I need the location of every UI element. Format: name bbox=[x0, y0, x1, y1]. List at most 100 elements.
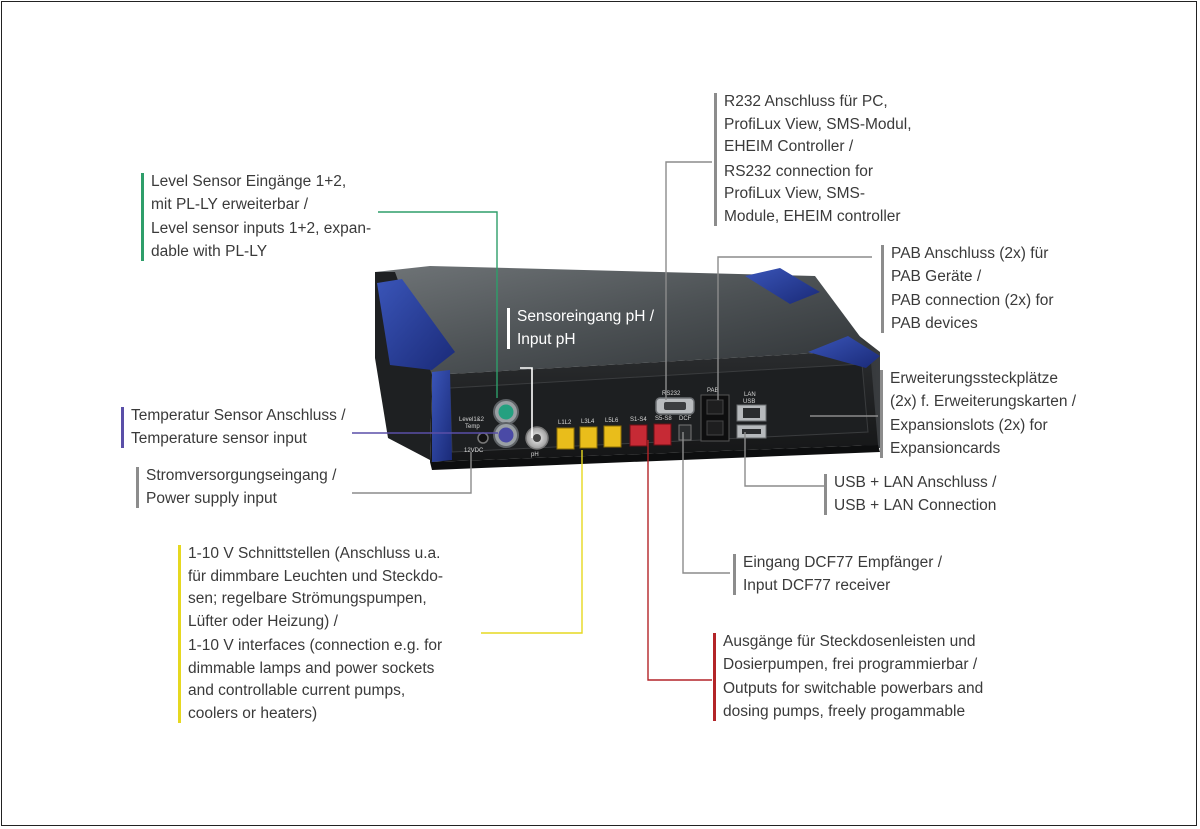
callout-line: 1-10 V interfaces (connection e.g. for bbox=[188, 637, 443, 654]
device-label-l1l2: L1L2 bbox=[558, 420, 572, 426]
leader-ph bbox=[520, 367, 533, 438]
callout-line: EHEIM Controller / bbox=[724, 138, 854, 155]
device-top bbox=[375, 266, 870, 375]
callout-line: (2x) f. Erweiterungskarten / bbox=[890, 392, 1077, 410]
callout-line: USB + LAN Anschluss / bbox=[834, 474, 997, 491]
callout-line: Expansionslots (2x) for bbox=[890, 417, 1048, 434]
bumper-top-left bbox=[377, 279, 455, 370]
callout-line: USB + LAN Connection bbox=[834, 496, 997, 514]
leader-power bbox=[352, 452, 472, 494]
callout-line: Outputs for switchable powerbars and bbox=[723, 680, 984, 697]
callout-bar bbox=[121, 407, 124, 448]
callout-line: sen; regelbare Strömungspumpen, bbox=[188, 590, 427, 607]
callout-bar bbox=[824, 474, 827, 515]
device-label-ph: pH bbox=[531, 452, 539, 458]
callout-outputs: Ausgänge für Steckdosenleisten und Dosie… bbox=[713, 631, 983, 723]
port-l3l4 bbox=[579, 426, 598, 449]
device-label-temp: Temp bbox=[465, 424, 480, 430]
callout-line: coolers or heaters) bbox=[188, 704, 318, 722]
callout-line: für dimmbare Leuchten und Steckdo- bbox=[188, 567, 444, 585]
callout-line: Expansioncards bbox=[890, 439, 1001, 457]
callout-line: Power supply input bbox=[146, 489, 277, 507]
callout-line: Temperatur Sensor Anschluss / bbox=[131, 407, 346, 424]
bumper-back-right bbox=[745, 268, 820, 304]
callout-bar bbox=[713, 633, 716, 721]
callout-bar bbox=[178, 545, 181, 723]
device-label-usb: USB bbox=[743, 399, 755, 405]
callout-line: ProfiLux View, SMS-Modul, bbox=[724, 115, 912, 133]
callout-line: Input pH bbox=[517, 330, 576, 348]
callout-expansion: Erweiterungssteckplätze (2x) f. Erweiter… bbox=[880, 368, 1076, 460]
callout-line: R232 Anschluss für PC, bbox=[724, 93, 888, 110]
callout-bar bbox=[880, 370, 883, 458]
callout-line: PAB devices bbox=[891, 314, 978, 332]
callout-line: Ausgänge für Steckdosenleisten und bbox=[723, 633, 976, 650]
callout-dcf77: Eingang DCF77 Empfänger / Input DCF77 re… bbox=[733, 552, 942, 597]
device-label-l3l4: L3L4 bbox=[581, 419, 595, 425]
temperature-port-inner bbox=[498, 427, 514, 443]
device-label-l5l6: L5L6 bbox=[605, 418, 619, 424]
device-label-s5s8: S5-S8 bbox=[655, 416, 672, 422]
callout-line: RS232 connection for bbox=[724, 162, 874, 180]
callout-line: ProfiLux View, SMS- bbox=[724, 185, 865, 202]
port-pab-bottom bbox=[706, 420, 724, 436]
port-rs232-inner bbox=[664, 402, 686, 410]
callout-line: Erweiterungssteckplätze bbox=[890, 370, 1058, 387]
port-l1l2 bbox=[556, 427, 575, 450]
callout-line: Dosierpumpen, frei programmierbar / bbox=[723, 655, 978, 673]
callout-line: dosing pumps, freely progammable bbox=[723, 702, 966, 720]
callout-pab: PAB Anschluss (2x) für PAB Geräte / PAB … bbox=[881, 243, 1054, 335]
callout-line: Module, EHEIM controller bbox=[724, 207, 901, 225]
port-dcf bbox=[678, 424, 692, 441]
port-pab-top bbox=[706, 399, 724, 415]
port-s1s4 bbox=[629, 424, 648, 447]
callout-bar bbox=[507, 308, 510, 349]
callout-bar bbox=[733, 554, 736, 595]
leader-pab bbox=[717, 256, 872, 400]
callout-bar bbox=[714, 93, 717, 226]
callout-level-sensor: Level Sensor Eingänge 1+2, mit PL-LY erw… bbox=[141, 171, 371, 263]
callout-line: mit PL-LY erweiterbar / bbox=[151, 195, 309, 213]
callout-rs232: R232 Anschluss für PC, ProfiLux View, SM… bbox=[714, 91, 912, 228]
profilux-device: Level1&2 Temp 12VDC pH L1L2 L3L4 L5L6 S1… bbox=[375, 266, 880, 470]
device-label-level: Level1&2 bbox=[459, 417, 485, 423]
callout-line: Input DCF77 receiver bbox=[743, 576, 891, 594]
device-label-lan: LAN bbox=[744, 392, 756, 398]
device-bottom-edge bbox=[430, 445, 880, 470]
device-label-dcf: DCF bbox=[679, 416, 692, 422]
callout-bar bbox=[141, 173, 144, 261]
callout-line: dable with PL-LY bbox=[151, 242, 268, 260]
leader-dcf77 bbox=[682, 432, 730, 574]
callout-line: Sensoreingang pH / bbox=[517, 308, 655, 325]
callout-line: PAB connection (2x) for bbox=[891, 292, 1054, 309]
device-label-power: 12VDC bbox=[464, 448, 484, 454]
leader-lines bbox=[352, 161, 878, 681]
device-label-s1s4: S1-S4 bbox=[630, 417, 647, 423]
leader-outputs bbox=[647, 440, 712, 681]
leader-usb-lan bbox=[744, 432, 826, 487]
bumper-front-right bbox=[808, 336, 880, 368]
leader-level bbox=[378, 211, 498, 398]
callout-line: PAB Anschluss (2x) für bbox=[891, 245, 1049, 262]
level-sensor-port-inner bbox=[498, 404, 514, 420]
callout-power: Stromversorgungseingang / Power supply i… bbox=[136, 465, 336, 510]
callout-line: 1-10 V Schnittstellen (Anschluss u.a. bbox=[188, 545, 441, 562]
port-s5s8 bbox=[653, 423, 672, 446]
device-label-rs232: RS232 bbox=[662, 391, 681, 397]
callout-usb-lan: USB + LAN Anschluss / USB + LAN Connecti… bbox=[824, 472, 996, 517]
callout-line: Stromversorgungseingang / bbox=[146, 467, 337, 484]
callout-line: Temperature sensor input bbox=[131, 429, 307, 447]
power-jack bbox=[477, 432, 489, 444]
callout-line: Level sensor inputs 1+2, expan- bbox=[151, 220, 372, 237]
callout-ph: Sensoreingang pH / Input pH bbox=[507, 306, 654, 351]
callout-bar bbox=[881, 245, 884, 333]
callout-interfaces: 1-10 V Schnittstellen (Anschluss u.a. fü… bbox=[178, 543, 443, 725]
callout-line: and controllable current pumps, bbox=[188, 682, 406, 699]
callout-line: Level Sensor Eingänge 1+2, bbox=[151, 173, 347, 190]
port-lan-inner bbox=[743, 408, 760, 418]
callout-bar bbox=[136, 467, 139, 508]
callout-temperature: Temperatur Sensor Anschluss / Temperatur… bbox=[121, 405, 346, 450]
leader-rs232 bbox=[665, 161, 712, 400]
bumper-front-left bbox=[432, 370, 452, 462]
